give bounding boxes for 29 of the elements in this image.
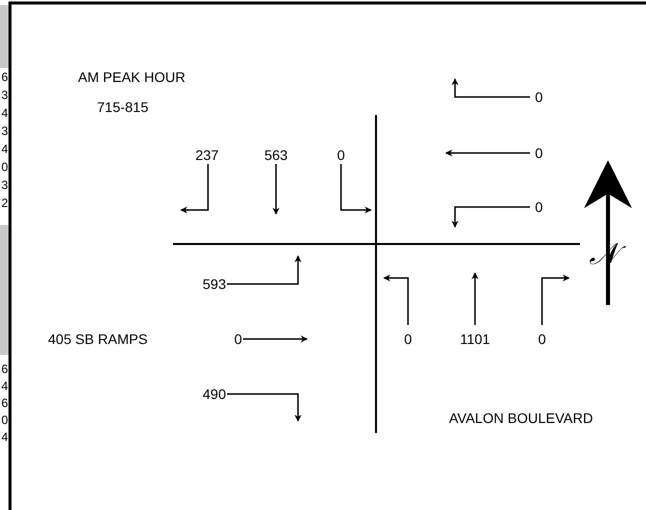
- volume-number: 0: [404, 331, 412, 347]
- volume-number: 593: [202, 276, 226, 292]
- table-cell: 6: [0, 362, 8, 376]
- table-cell: 6: [0, 396, 8, 410]
- volume-number: 237: [195, 147, 219, 163]
- volume-number: 1101: [460, 331, 490, 347]
- table-cell: 2: [0, 196, 8, 210]
- table-cell: 0: [0, 413, 8, 427]
- volume-number: 0: [535, 199, 543, 215]
- street-name: 405 SB RAMPS: [48, 331, 148, 347]
- volume-number: 563: [264, 147, 288, 163]
- table-cell: 4: [0, 106, 8, 120]
- table-cell: 0: [0, 160, 8, 174]
- volume-number: 0: [538, 331, 546, 347]
- time-period: 715-815: [97, 99, 148, 115]
- volume-number: 490: [202, 386, 226, 402]
- table-cell: 3: [0, 88, 8, 102]
- table-cell: 6: [0, 70, 8, 84]
- street-name: AVALON BOULEVARD: [449, 410, 593, 426]
- volume-number: 0: [234, 331, 242, 347]
- table-cell: 4: [0, 430, 8, 444]
- volume-number: 0: [535, 145, 543, 161]
- volume-number: 0: [337, 147, 345, 163]
- table-cell: 4: [0, 142, 8, 156]
- intersection-title: AM PEAK HOUR: [78, 69, 186, 85]
- volume-number: 0: [535, 89, 543, 105]
- table-cell: 3: [0, 124, 8, 138]
- table-cell: 3: [0, 178, 8, 192]
- table-cell: 4: [0, 379, 8, 393]
